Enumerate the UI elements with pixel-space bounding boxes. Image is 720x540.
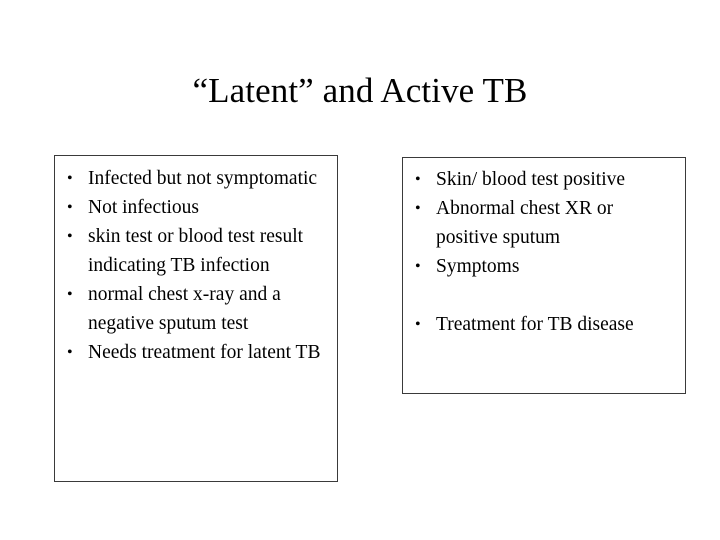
- list-item-label: Abnormal chest XR or positive sputum: [436, 198, 614, 248]
- list-item-label: Infected but not symptomatic: [88, 168, 318, 189]
- list-item[interactable]: • normal chest x-ray and a negative sput…: [65, 280, 331, 338]
- bullet-dot-icon: •: [415, 316, 421, 333]
- active-tb-bullet-list: • Skin/ blood test positive • Abnormal c…: [403, 158, 685, 339]
- list-item[interactable]: • Skin/ blood test positive: [413, 165, 679, 194]
- list-item-label: Needs treatment for latent TB: [88, 342, 321, 363]
- list-item[interactable]: • Infected but not symptomatic: [65, 164, 331, 193]
- page-title: “Latent” and Active TB: [192, 71, 528, 110]
- bullet-dot-icon: •: [415, 258, 421, 275]
- list-item-label: Symptoms: [436, 256, 520, 277]
- list-item-label: Skin/ blood test positive: [436, 169, 626, 190]
- list-item-label: Not infectious: [88, 197, 200, 218]
- list-item[interactable]: • Not infectious: [65, 193, 331, 222]
- bullet-dot-icon: •: [415, 171, 421, 188]
- bullet-dot-icon: •: [67, 170, 73, 187]
- list-item[interactable]: • Abnormal chest XR or positive sputum: [413, 194, 679, 252]
- list-item-label: Treatment for TB disease: [436, 314, 634, 335]
- list-item[interactable]: • Treatment for TB disease: [413, 310, 679, 339]
- list-item-label: normal chest x-ray and a negative sputum…: [88, 284, 281, 334]
- bullet-dot-icon: •: [67, 344, 73, 361]
- bullet-dot-icon: •: [67, 286, 73, 303]
- list-item-label: skin test or blood test result indicatin…: [88, 226, 304, 276]
- list-item[interactable]: • skin test or blood test result indicat…: [65, 222, 331, 280]
- latent-tb-content-box[interactable]: • Infected but not symptomatic • Not inf…: [54, 155, 338, 482]
- bullet-dot-icon: •: [67, 199, 73, 216]
- latent-tb-bullet-list: • Infected but not symptomatic • Not inf…: [55, 156, 337, 367]
- list-item[interactable]: • Needs treatment for latent TB: [65, 338, 331, 367]
- bullet-dot-icon: •: [67, 228, 73, 245]
- active-tb-content-box[interactable]: • Skin/ blood test positive • Abnormal c…: [402, 157, 686, 394]
- bullet-dot-icon: •: [415, 200, 421, 217]
- blank-line-spacer: [413, 281, 679, 310]
- list-item[interactable]: • Symptoms: [413, 252, 679, 281]
